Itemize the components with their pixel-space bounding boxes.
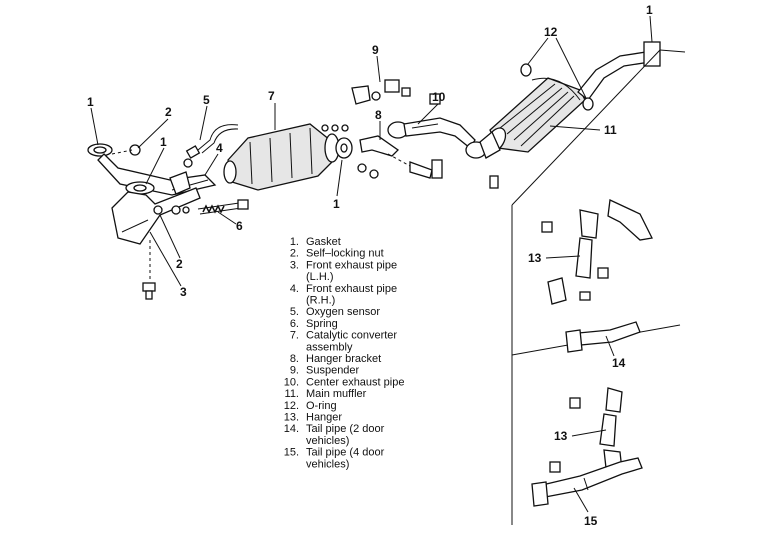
- legend-number: 10.: [284, 376, 299, 388]
- legend-text: Gasket: [306, 236, 341, 248]
- callout-14: 14: [612, 356, 626, 370]
- legend-text: Front exhaust pipe: [306, 283, 397, 295]
- legend-text: (L.H.): [306, 271, 334, 283]
- legend-text: Main muffler: [306, 388, 367, 400]
- legend-text: vehicles): [306, 435, 349, 447]
- legend-text: Hanger: [306, 412, 342, 424]
- legend-number: 7.: [290, 330, 299, 342]
- legend-text: Tail pipe (4 door: [306, 447, 385, 459]
- legend-text: Oxygen sensor: [306, 306, 380, 318]
- callout-1: 1: [333, 197, 340, 211]
- front-exhaust-pipe-assembly: [87, 143, 217, 300]
- callout-1: 1: [160, 135, 167, 149]
- legend-number: 9.: [290, 365, 299, 377]
- legend-number: 1.: [290, 236, 299, 248]
- callout-1: 1: [87, 95, 94, 109]
- tail-pipe-inset: [511, 49, 686, 525]
- legend-text: vehicles): [306, 458, 349, 470]
- callout-2: 2: [176, 257, 183, 271]
- spring-and-bolt: [197, 199, 249, 215]
- legend-number: 8.: [290, 353, 299, 365]
- callout-10: 10: [432, 90, 446, 104]
- legend-number: 6.: [290, 318, 299, 330]
- legend-number: 5.: [290, 306, 299, 318]
- legend-number: 15.: [284, 447, 299, 459]
- callout-5: 5: [203, 93, 210, 107]
- legend-text: Suspender: [306, 365, 360, 377]
- callout-3: 3: [180, 285, 187, 299]
- legend-text: Catalytic converter: [306, 330, 397, 342]
- main-muffler: [479, 41, 661, 189]
- callout-13: 13: [554, 429, 568, 443]
- callout-13: 13: [528, 251, 542, 265]
- legend-number: 12.: [284, 400, 299, 412]
- legend-number: 2.: [290, 248, 299, 260]
- hanger-bracket-and-suspender: [351, 79, 443, 179]
- callout-9: 9: [372, 43, 379, 57]
- parts-legend: 1. Gasket 2. Self–locking nut 3. Front exhaus…: [284, 236, 405, 470]
- legend-text: Self–locking nut: [306, 248, 384, 260]
- callout-4: 4: [216, 141, 223, 155]
- legend-number: 13.: [284, 412, 299, 424]
- legend-number: 3.: [290, 259, 299, 271]
- legend-text: Hanger bracket: [306, 353, 381, 365]
- callout-12: 12: [544, 25, 558, 39]
- callout-7: 7: [268, 89, 275, 103]
- legend-text: O-ring: [306, 400, 337, 412]
- legend-text: Spring: [306, 318, 338, 330]
- legend-text: Tail pipe (2 door: [306, 423, 385, 435]
- catalytic-converter: [223, 123, 353, 191]
- oxygen-sensor: [183, 124, 239, 168]
- callout-15: 15: [584, 514, 598, 528]
- callout-11: 11: [604, 123, 617, 137]
- legend-text: Center exhaust pipe: [306, 376, 404, 388]
- legend-number: 4.: [290, 283, 299, 295]
- legend-text: Front exhaust pipe: [306, 259, 397, 271]
- callout-8: 8: [375, 108, 382, 122]
- legend-number: 14.: [284, 423, 299, 435]
- callout-labels: 1 2 1 5 4 7 6 2 3 1 9 8 10 12 11 1 13 14…: [87, 3, 653, 528]
- center-exhaust-pipe: [387, 117, 487, 159]
- callout-2: 2: [165, 105, 172, 119]
- leader-lines: [90, 15, 653, 513]
- callout-1: 1: [646, 3, 653, 17]
- callout-6: 6: [236, 219, 243, 233]
- legend-number: 11.: [285, 388, 299, 400]
- legend-text: assembly: [306, 341, 353, 353]
- legend-text: (R.H.): [306, 295, 335, 307]
